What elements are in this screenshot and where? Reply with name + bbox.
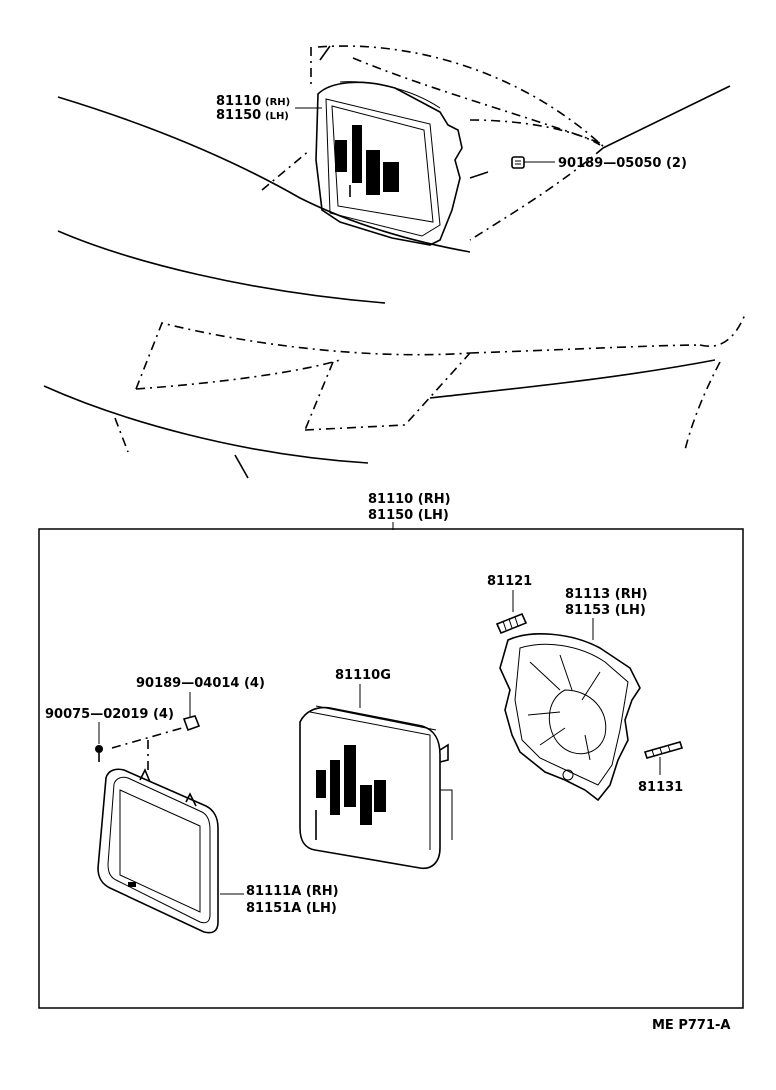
label-sealed-beam: 81110G <box>335 668 391 683</box>
label-headlamp-rh: 81110 <box>216 94 261 109</box>
diagram-code: ME P771-A <box>652 1018 730 1033</box>
vehicle-body-outline <box>43 45 747 479</box>
label-headlamp-rh-side: (RH) <box>265 97 290 108</box>
label-assembly-lh: 81150 (LH) <box>368 508 449 523</box>
screw-icon <box>95 745 103 762</box>
bulb-icon <box>495 612 528 635</box>
label-screw-top: 90189—05050 (2) <box>558 156 687 171</box>
headlamp-housing <box>499 633 641 802</box>
label-adjust-screw: 81131 <box>638 780 683 795</box>
nut-icon <box>182 715 201 732</box>
label-headlamp-lh: 81150 <box>216 108 261 123</box>
headlamp-assembly-installed <box>315 81 489 246</box>
clip-icon <box>511 156 525 169</box>
label-rim-rh: 81111A (RH) <box>246 884 339 899</box>
adjusting-screw-icon <box>643 741 684 759</box>
label-bulb: 81121 <box>487 574 532 589</box>
label-screw-box: 90075—02019 (4) <box>45 707 174 722</box>
exploded-view-box <box>38 528 744 1009</box>
label-assembly-rh: 81110 (RH) <box>368 492 451 507</box>
label-rim-lh: 81151A (LH) <box>246 901 337 916</box>
label-housing-rh: 81113 (RH) <box>565 587 648 602</box>
label-nut: 90189—04014 (4) <box>136 676 265 691</box>
retaining-rim <box>97 768 219 934</box>
label-housing-lh: 81153 (LH) <box>565 603 646 618</box>
label-headlamp-lh-side: (LH) <box>265 111 289 122</box>
sealed-beam-unit <box>299 705 453 870</box>
